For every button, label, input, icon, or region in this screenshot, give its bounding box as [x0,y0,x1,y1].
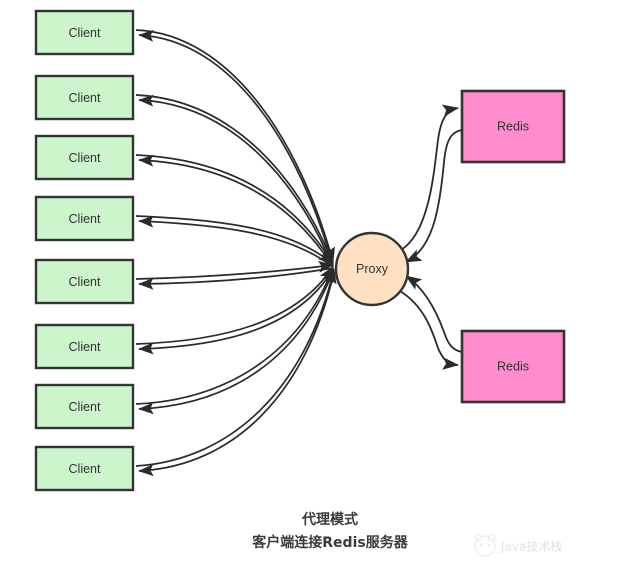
redis-node-2[interactable]: Redis [460,329,566,404]
client-box[interactable] [34,74,135,121]
client-node-1[interactable]: Client [34,9,135,56]
client-node-2[interactable]: Client [34,74,135,121]
edge-proxy-to-redis-1 [400,104,459,251]
watermark: Java技术栈 [474,534,562,557]
edge-proxy-to-client-8 [138,271,335,477]
edge-client-5-to-proxy [135,260,334,280]
client-node-8[interactable]: Client [34,445,135,492]
edge-client-1-to-proxy [135,29,335,263]
edge-client-3-to-proxy [135,154,334,265]
edge-group-client-proxy [135,29,337,477]
caption-line-1: 代理模式 [301,511,358,528]
client-box[interactable] [34,445,135,492]
panda-ear-left-icon [474,534,483,542]
client-node-5[interactable]: Client [34,258,135,305]
caption-line-2: 客户端连接Redis服务器 [251,534,408,551]
proxy-circle[interactable] [334,231,410,307]
edge-proxy-to-client-4 [138,215,334,268]
client-box[interactable] [34,9,135,56]
edge-redis-1-to-proxy [405,129,463,263]
panda-logo-icon [474,535,496,557]
client-label: Client [69,400,101,414]
client-box[interactable] [34,383,135,430]
diagram-caption: 代理模式 客户端连接Redis服务器 [251,511,408,551]
client-label: Client [69,462,101,476]
client-label: Client [69,91,101,105]
edge-proxy-to-client-6 [138,269,334,355]
edge-client-8-to-proxy [135,268,337,467]
client-label: Client [69,275,101,289]
edge-proxy-to-client-5 [138,267,334,290]
redis-box[interactable] [460,329,566,404]
edge-proxy-to-client-1 [138,29,334,267]
edge-client-7-to-proxy [135,267,334,405]
client-label: Client [69,26,101,40]
client-label: Client [69,212,101,226]
redis-label: Redis [497,119,529,133]
edge-proxy-to-redis-2 [399,290,459,370]
panda-eye-left-icon [479,543,483,547]
redis-box[interactable] [460,89,566,164]
proxy-node[interactable]: Proxy [334,231,410,307]
edge-client-4-to-proxy [135,215,334,265]
watermark-label: Java技术栈 [500,539,562,554]
client-node-4[interactable]: Client [34,195,135,242]
client-node-3[interactable]: Client [34,134,135,181]
client-node-7[interactable]: Client [34,383,135,430]
edge-client-6-to-proxy [135,266,334,345]
client-box[interactable] [34,323,135,370]
redis-label: Redis [497,359,529,373]
client-label: Client [69,340,101,354]
redis-node-1[interactable]: Redis [460,89,566,164]
client-node-6[interactable]: Client [34,323,135,370]
client-box[interactable] [34,258,135,305]
edge-group-proxy-redis [399,104,463,370]
client-label: Client [69,151,101,165]
proxy-label: Proxy [356,262,389,276]
edge-client-2-to-proxy [135,94,334,264]
edge-proxy-to-client-3 [138,154,334,268]
panda-ear-right-icon [487,534,496,542]
edge-redis-2-to-proxy [405,275,463,353]
client-box[interactable] [34,195,135,242]
edge-proxy-to-client-7 [138,270,334,415]
panda-eye-right-icon [487,543,491,547]
client-box[interactable] [34,134,135,181]
edge-proxy-to-client-2 [138,94,334,268]
